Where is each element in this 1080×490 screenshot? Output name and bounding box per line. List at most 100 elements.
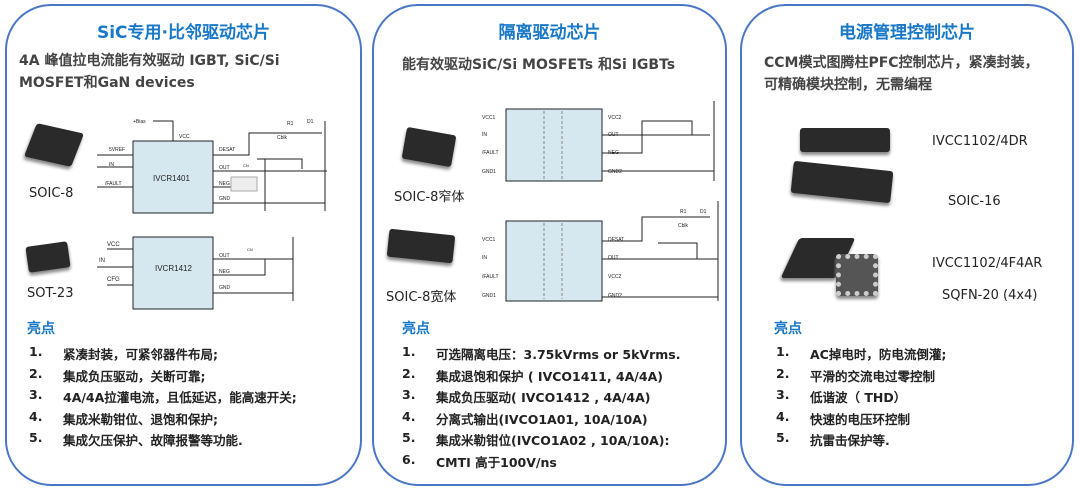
pin-label: GND [219, 196, 231, 202]
pin-label: IN [109, 162, 114, 168]
package-label: SOT-23 [27, 286, 74, 301]
item-text: CMTI 高于100V/ns [436, 454, 557, 470]
soic16-chip-image [800, 128, 890, 152]
item-text: 集成米勒钳位、退饱和保护; [63, 411, 218, 427]
highlights-heading: 亮点 [402, 321, 430, 337]
part-label: CN [243, 163, 249, 168]
pin-label: DESAT [219, 147, 235, 153]
list-item: 4. 分离式输出(IVCO1A01, 10A/10A) [402, 409, 680, 431]
subtitle-line: 可精确模块控制，无需编程 [764, 77, 932, 93]
pin-label: /FAULT [482, 274, 499, 280]
package-label: SQFN-20 (4x4) [942, 288, 1038, 303]
card-subtitle: 4A 峰值拉电流能有效驱动 IGBT, SiC/Si MOSFET和GaN de… [19, 50, 280, 94]
pin-label: IN [482, 255, 487, 261]
part-label: Cblk [277, 135, 288, 141]
chip-name: IVCR1412 [155, 264, 192, 273]
item-text: 可选隔离电压：3.75kVrms or 5kVrms. [436, 347, 681, 362]
pin-label: 5VREF [109, 147, 125, 153]
pin-label: GND1 [482, 293, 496, 299]
item-number: 2. [402, 365, 416, 381]
item-number: 1. [776, 344, 790, 359]
pin-label: IN [99, 258, 105, 264]
pin-label: NEG [219, 181, 230, 187]
item-number: 4. [776, 408, 790, 424]
item-text: 集成负压驱动( IVCO1412 , 4A/4A) [436, 390, 651, 405]
package-label: SOIC-16 [948, 194, 1001, 209]
part-label: D1 [700, 209, 707, 215]
card-title: 电源管理控制芯片 [839, 23, 975, 43]
list-item: 2.平滑的交流电过零控制 [776, 366, 946, 388]
item-number: 3. [29, 387, 43, 402]
pin-label: VCC1 [482, 237, 496, 243]
card-subtitle: 能有效驱动SiC/Si MOSFETs 和Si IGBTs [402, 57, 676, 73]
part-label: CN [247, 247, 253, 252]
highlights-heading: 亮点 [774, 321, 802, 337]
item-text: 集成退饱和保护 ( IVCO1411, 4A/4A) [436, 368, 663, 384]
part-label: D1 [307, 119, 314, 125]
item-number: 1. [402, 344, 416, 359]
subtitle-line: 4A 峰值拉电流能有效驱动 IGBT, SiC/Si [19, 53, 280, 69]
card-sic-driver: SiC专用·比邻驱动芯片 4A 峰值拉电流能有效驱动 IGBT, SiC/Si … [5, 4, 362, 486]
pin-label: NEG [219, 269, 230, 275]
item-text: 集成负压驱动，关断可靠; [63, 368, 206, 384]
card-title: 隔离驱动芯片 [498, 23, 601, 43]
soic8-narrow-chip-image [401, 126, 457, 168]
list-item: 4.集成米勒钳位、退饱和保护; [29, 409, 297, 431]
subtitle-line: MOSFET和GaN devices [19, 75, 195, 91]
package-label: SOIC-8 [29, 186, 74, 201]
list-item: 1.紧凑封装，可紧邻器件布局; [29, 344, 297, 366]
pin-label: OUT [608, 255, 619, 261]
pin-label: IN [482, 132, 487, 138]
item-number: 3. [402, 387, 416, 402]
pin-label: /FAULT [482, 150, 499, 156]
item-number: 5. [29, 430, 43, 445]
item-number: 5. [402, 430, 416, 445]
list-item: 4.快速的电压环控制 [776, 409, 946, 431]
pin-label: VCC2 [608, 274, 622, 280]
list-item: 1. 可选隔离电压：3.75kVrms or 5kVrms. [402, 344, 680, 366]
pin-label: VCC [179, 134, 190, 140]
list-item: 2. 集成负压驱动，关断可靠; [29, 366, 297, 388]
item-number: 3. [776, 387, 790, 402]
list-item: 5.集成欠压保护、故障报警等功能. [29, 430, 297, 452]
item-number: 2. [29, 365, 43, 381]
item-text: 平滑的交流电过零控制 [810, 368, 936, 384]
qfn-chip-image [836, 254, 878, 296]
card-title: SiC专用·比邻驱动芯片 [96, 23, 270, 43]
item-number: 5. [776, 430, 790, 445]
pin-label: VCC1 [482, 115, 496, 121]
subtitle-line: CCM模式图腾柱PFC控制芯片，紧凑封装， [764, 55, 1039, 71]
item-text: 分离式输出(IVCO1A01, 10A/10A) [436, 411, 648, 427]
item-text: 抗雷击保护等. [810, 433, 890, 448]
pin-label: /FAULT [105, 181, 122, 187]
sot23-chip-image [25, 241, 71, 273]
card-isolated-driver: 隔离驱动芯片 能有效驱动SiC/Si MOSFETs 和Si IGBTs SOI… [372, 4, 727, 486]
pin-label: VCC [107, 242, 120, 248]
list-item: 3. 集成负压驱动( IVCO1412 , 4A/4A) [402, 387, 680, 409]
pin-label: VCC2 [608, 115, 622, 121]
list-item: 5. 抗雷击保护等. [776, 430, 946, 452]
highlights-heading: 亮点 [27, 321, 55, 337]
pin-label: CFG [107, 277, 120, 283]
soic8-wide-chip-image [386, 228, 456, 264]
card-power-management: 电源管理控制芯片 CCM模式图腾柱PFC控制芯片，紧凑封装， 可精确模块控制，无… [740, 4, 1074, 486]
package-label: SOIC-8宽体 [386, 290, 457, 305]
ivcr-schematic: IVCR1401 5VREF IN /FAULT DESAT OUT NEG G… [97, 119, 327, 310]
item-text: 4A/4A拉灌电流，且低延迟，能高速开关; [63, 390, 297, 405]
list-item: 3.低谐波（ THD） [776, 387, 946, 409]
pin-label: GND2 [608, 293, 622, 299]
soic16-chip-image [790, 160, 894, 204]
list-item: 1.AC掉电时，防电流倒灌; [776, 344, 946, 366]
list-item: 5. 集成米勒钳位(IVCO1A02 , 10A/10A): [402, 430, 680, 452]
part-label: R1 [680, 209, 687, 215]
package-label: SOIC-8窄体 [394, 190, 465, 205]
item-number: 6. [402, 451, 416, 467]
pin-label: OUT [219, 165, 230, 171]
pin-label: OUT [219, 253, 230, 259]
item-number: 4. [402, 408, 416, 424]
highlights-list: 1.AC掉电时，防电流倒灌; 2.平滑的交流电过零控制 3.低谐波（ THD） … [776, 344, 946, 452]
part-number-label: IVCC1102/4F4AR [932, 256, 1043, 271]
list-item: 6. CMTI 高于100V/ns [402, 452, 680, 474]
ivco-schematic: VCC1 IN /FAULT GND1 VCC2 OUT NEG GND2 VC… [482, 101, 719, 302]
item-text: 集成米勒钳位(IVCO1A02 , 10A/10A): [436, 433, 670, 448]
